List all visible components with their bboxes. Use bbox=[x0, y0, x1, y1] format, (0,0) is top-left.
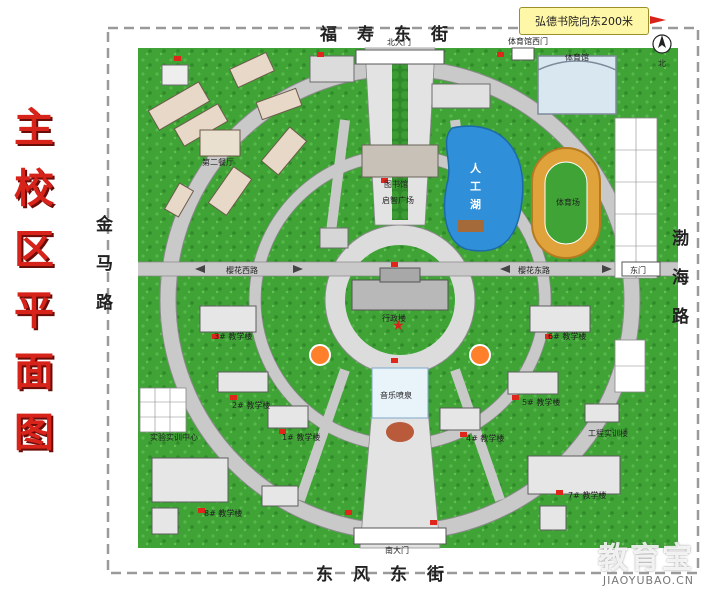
label-canteen2: 第二餐厅 bbox=[202, 157, 234, 167]
south-gate-structure bbox=[353, 527, 447, 545]
label-road-east: 樱花东路 bbox=[518, 265, 550, 275]
label-b7: 7# 教学楼 bbox=[568, 490, 606, 500]
west-street-char-1: 金 bbox=[96, 215, 113, 235]
label-east-gate: 东门 bbox=[630, 265, 646, 275]
artificial-lake bbox=[443, 125, 524, 252]
east-courts bbox=[614, 117, 658, 279]
title-char-2: 校 bbox=[14, 166, 54, 212]
watermark-logo: 教育宝 JIAOYUBAO.CN bbox=[598, 541, 694, 588]
label-gym-west-gate: 体育馆西门 bbox=[508, 36, 548, 46]
watermark-en: JIAOYUBAO.CN bbox=[602, 574, 694, 587]
east-courts-lower bbox=[614, 339, 646, 393]
label-library: 图书馆 bbox=[384, 179, 408, 189]
map-title: 主 校 区 平 面 图 bbox=[4, 108, 64, 453]
label-lake-1: 人 bbox=[470, 161, 482, 175]
label-b4: 4# 教学楼 bbox=[466, 433, 504, 443]
label-b2: 2# 教学楼 bbox=[232, 400, 270, 410]
canteen-building bbox=[199, 129, 241, 157]
label-b3: 3# 教学楼 bbox=[214, 331, 252, 341]
road-arrows bbox=[195, 265, 612, 273]
title-char-1: 主 bbox=[14, 105, 54, 151]
label-north-gate: 北大门 bbox=[387, 37, 411, 47]
music-fountain bbox=[371, 367, 429, 419]
west-street-char-2: 马 bbox=[96, 254, 113, 274]
library-building bbox=[361, 144, 439, 178]
label-gym-field: 体育场 bbox=[556, 197, 580, 207]
label-lake-2: 工 bbox=[470, 180, 481, 193]
watermark-cn: 教育宝 bbox=[598, 541, 694, 576]
east-street-label: 渤 海 路 bbox=[672, 224, 689, 327]
label-b8: 8# 教学楼 bbox=[204, 508, 242, 518]
west-street-char-3: 路 bbox=[96, 293, 113, 313]
compass-icon bbox=[652, 34, 672, 54]
teaching-buildings bbox=[151, 305, 621, 535]
label-exp-center: 实验实训中心 bbox=[150, 432, 198, 442]
label-b6: 6# 教学楼 bbox=[548, 331, 586, 341]
title-char-6: 图 bbox=[14, 410, 54, 456]
east-arrow-icon bbox=[650, 16, 666, 24]
admin-building bbox=[351, 279, 449, 311]
south-street-label: 东风东街 bbox=[316, 565, 464, 585]
svg-text:★: ★ bbox=[392, 318, 405, 334]
north-gate-structure bbox=[355, 49, 445, 65]
label-road-west: 樱花西路 bbox=[226, 265, 258, 275]
label-eng-center: 工程实训楼 bbox=[588, 428, 628, 438]
boundary-line bbox=[106, 26, 700, 575]
label-lake-3: 湖 bbox=[470, 197, 481, 211]
east-street-char-3: 路 bbox=[672, 307, 689, 327]
label-south-gate: 南大门 bbox=[385, 545, 409, 555]
west-street-label: 金 马 路 bbox=[96, 210, 113, 313]
west-courts bbox=[139, 387, 187, 433]
label-gym-top: 体育馆 bbox=[565, 52, 589, 62]
east-street-char-1: 渤 bbox=[672, 229, 689, 249]
label-b5: 5# 教学楼 bbox=[522, 397, 560, 407]
title-char-3: 区 bbox=[14, 227, 54, 273]
label-b1: 1# 教学楼 bbox=[282, 432, 320, 442]
label-plaza: 启智广场 bbox=[382, 195, 414, 205]
label-admin: 行政楼 bbox=[382, 313, 406, 323]
hongde-direction-sign: 弘德书院向东200米 bbox=[519, 7, 649, 35]
title-char-5: 面 bbox=[14, 349, 54, 395]
dormitory-buildings bbox=[147, 51, 308, 218]
label-music: 音乐喷泉 bbox=[380, 390, 412, 400]
title-char-4: 平 bbox=[14, 288, 54, 334]
east-street-char-2: 海 bbox=[672, 268, 689, 288]
north-street-label: 福寿东街 bbox=[320, 25, 468, 45]
compass-label: 北 bbox=[658, 59, 666, 68]
